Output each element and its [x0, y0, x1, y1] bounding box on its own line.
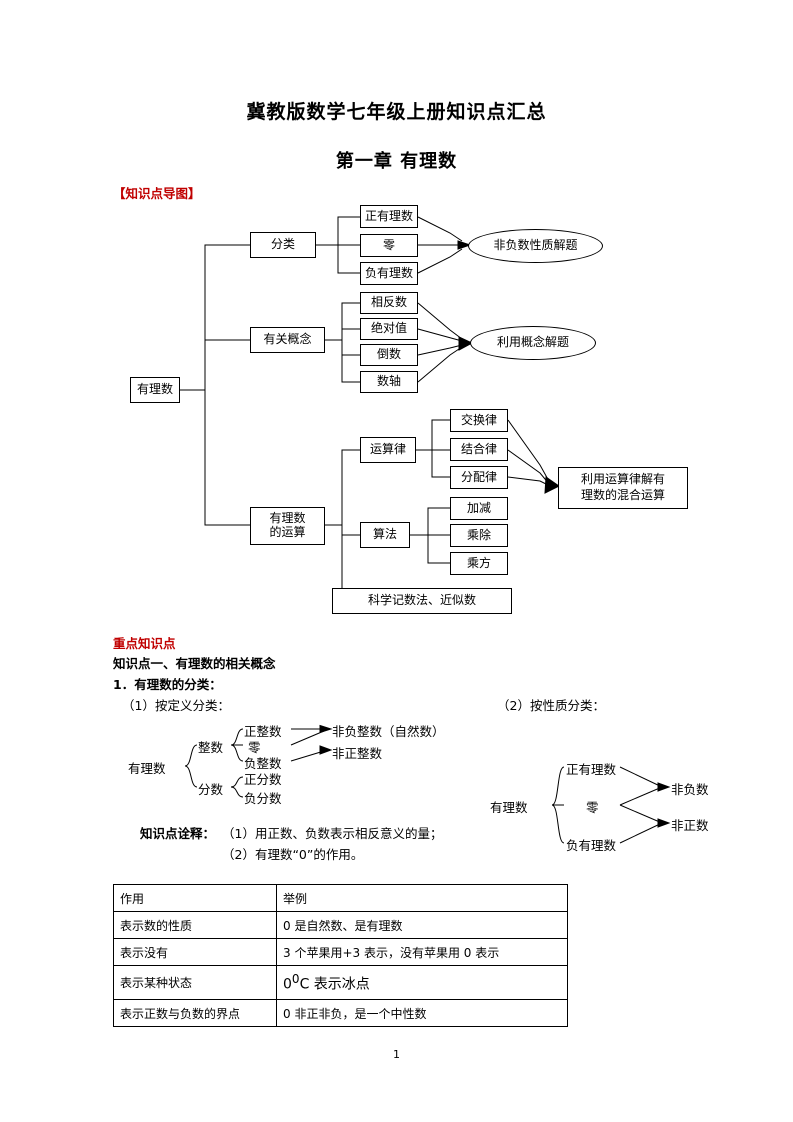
node-zero: 零 [360, 234, 418, 257]
node-algorithm: 算法 [360, 522, 410, 548]
def-result-natural: 非负整数（自然数） [332, 724, 445, 739]
node-concept-result: 利用概念解题 [470, 326, 596, 360]
table-row: 表示正数与负数的界点 0 非正非负，是一个中性数 [113, 999, 568, 1027]
classify-by-definition-label: （1）按定义分类： [122, 698, 230, 713]
prop-zero: 零 [586, 800, 599, 815]
section-label-keypoints: 重点知识点 [113, 636, 176, 651]
classify-by-property-label: （2）按性质分类： [497, 698, 605, 713]
node-power: 乘方 [450, 552, 508, 575]
node-associative-law: 结合律 [450, 438, 508, 461]
node-opposite-number: 相反数 [360, 292, 418, 314]
prop-negative-rational: 负有理数 [566, 838, 617, 853]
node-negative-rational: 负有理数 [360, 262, 418, 285]
def-integer-label: 整数 [198, 740, 224, 755]
prop-root-label: 有理数 [490, 800, 528, 815]
keypoint-1-heading: 知识点一、有理数的相关概念 [113, 656, 276, 671]
node-operations: 有理数 的运算 [250, 507, 325, 545]
section-label-mindmap: 【知识点导图】 [113, 186, 201, 201]
temperature-unit-text: C 表示冰点 [299, 976, 370, 993]
table-cell-example: 0 是自然数、是有理数 [276, 911, 568, 939]
node-nonnegative-result: 非负数性质解题 [468, 229, 603, 263]
temperature-value: 0 [283, 976, 292, 993]
prop-result-nonnegative: 非负数 [671, 782, 709, 797]
explanation-item-1: （1）用正数、负数表示相反意义的量； [222, 826, 443, 841]
node-root: 有理数 [130, 377, 180, 403]
prop-result-nonpositive: 非正数 [671, 818, 709, 833]
table-row: 表示没有 3 个苹果用+3 表示，没有苹果用 0 表示 [113, 938, 568, 966]
def-negative-fraction: 负分数 [244, 791, 282, 806]
table-row: 表示数的性质 0 是自然数、是有理数 [113, 911, 568, 939]
table-cell-example: 3 个苹果用+3 表示，没有苹果用 0 表示 [276, 938, 568, 966]
def-negative-integer: 负整数 [244, 756, 282, 771]
table-cell-usage: 表示正数与负数的界点 [113, 999, 277, 1027]
def-positive-fraction: 正分数 [244, 772, 282, 787]
node-add-subtract: 加减 [450, 497, 508, 520]
mindmap-diagram: 有理数 分类 正有理数 零 负有理数 非负数性质解题 有关概念 相反数 绝对值 … [110, 205, 690, 615]
node-operation-result: 利用运算律解有 理数的混合运算 [558, 467, 688, 509]
explanation-label: 知识点诠释： [140, 826, 216, 841]
temperature-superscript: 0 [291, 971, 300, 986]
table-cell-example: 0 非正非负，是一个中性数 [276, 999, 568, 1027]
node-distributive-law: 分配律 [450, 466, 508, 489]
def-zero: 零 [248, 740, 261, 755]
node-laws: 运算律 [360, 437, 416, 463]
table-cell-usage: 表示某种状态 [113, 965, 277, 1000]
node-scientific-notation: 科学记数法、近似数 [332, 588, 512, 614]
prop-positive-rational: 正有理数 [566, 762, 617, 777]
node-classify: 分类 [250, 232, 316, 258]
page-title: 冀教版数学七年级上册知识点汇总 [246, 101, 547, 123]
node-number-line: 数轴 [360, 371, 418, 393]
node-concepts: 有关概念 [250, 327, 325, 353]
explanation-item-2: （2）有理数“0”的作用。 [222, 847, 364, 862]
table-header-row: 作用 举例 [113, 884, 568, 912]
node-commutative-law: 交换律 [450, 409, 508, 432]
def-positive-integer: 正整数 [244, 724, 282, 739]
def-result-nonpositive: 非正整数 [332, 746, 383, 761]
table-row: 表示某种状态 00C 表示冰点 [113, 965, 568, 1000]
definition-classification-diagram: 有理数 整数 分数 正整数 零 负整数 正分数 负分数 非负整数（自然数） 非正… [128, 715, 458, 825]
table-cell-example: 00C 表示冰点 [276, 965, 568, 1000]
node-positive-rational: 正有理数 [360, 205, 418, 228]
table-header-cell-2: 举例 [276, 884, 568, 912]
node-absolute-value: 绝对值 [360, 318, 418, 340]
table-cell-usage: 表示没有 [113, 938, 277, 966]
table-header-cell-1: 作用 [113, 884, 277, 912]
chapter-title: 第一章 有理数 [335, 151, 458, 172]
zero-usage-table: 作用 举例 表示数的性质 0 是自然数、是有理数 表示没有 3 个苹果用+3 表… [113, 884, 568, 1027]
def-fraction-label: 分数 [198, 782, 224, 797]
node-multiply-divide: 乘除 [450, 524, 508, 547]
table-cell-usage: 表示数的性质 [113, 911, 277, 939]
def-root-label: 有理数 [128, 761, 166, 776]
property-classification-diagram: 有理数 正有理数 零 负有理数 非负数 非正数 [490, 755, 740, 865]
page-number: 1 [393, 1048, 400, 1061]
keypoint-1-sub1: 1．有理数的分类： [113, 677, 222, 692]
node-reciprocal: 倒数 [360, 344, 418, 366]
